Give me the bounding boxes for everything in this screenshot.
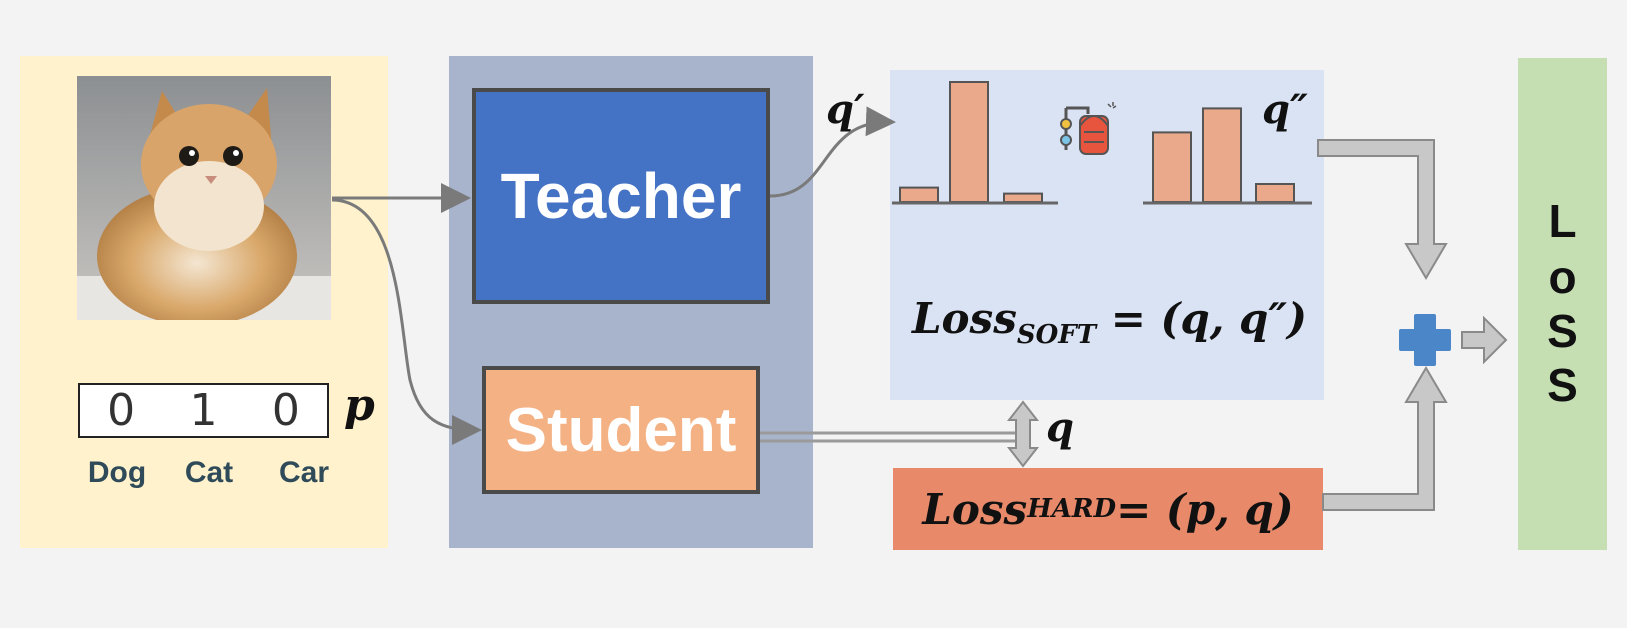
loss-letter-3: S bbox=[1547, 305, 1578, 357]
class-name-car: Car bbox=[278, 456, 330, 489]
connector-student-to-q bbox=[760, 431, 1015, 443]
soft-loss-formula: LossSOFT = (q, q″) bbox=[912, 294, 1307, 350]
soft-loss-subscript: SOFT bbox=[1016, 320, 1097, 350]
block-arrow-plus-to-loss bbox=[1461, 315, 1508, 365]
loss-letter-2: o bbox=[1548, 251, 1577, 303]
hard-loss-expression: = (p, q) bbox=[1116, 484, 1294, 534]
bars-q-double-prime bbox=[1152, 107, 1295, 203]
teacher-model: Teacher bbox=[472, 88, 770, 304]
loss-letter-4: S bbox=[1547, 359, 1578, 411]
cat-photo bbox=[77, 76, 331, 320]
class-name-dog: Dog bbox=[87, 456, 147, 489]
student-model: Student bbox=[482, 366, 760, 494]
soft-loss-expression: = (q, q″) bbox=[1096, 294, 1308, 343]
arrow-input-to-student bbox=[331, 198, 482, 445]
one-hot-label-box: 0 1 0 bbox=[78, 383, 329, 438]
arrow-teacher-to-soft bbox=[769, 106, 896, 198]
q-prime-bar-1 bbox=[899, 186, 939, 204]
q-double-prime-bar-3 bbox=[1255, 183, 1295, 203]
block-arrow-soft-to-plus bbox=[1317, 139, 1448, 280]
class-name-cat: Cat bbox=[184, 456, 234, 489]
label-value-car: 0 bbox=[271, 385, 300, 436]
q-prime-bar-3 bbox=[1003, 192, 1043, 204]
q-student-label: q bbox=[1046, 404, 1074, 451]
block-arrow-hard-to-plus bbox=[1322, 366, 1448, 511]
double-arrow-vertical bbox=[1006, 400, 1040, 468]
hard-loss-subscript: HARD bbox=[1027, 494, 1117, 524]
label-value-cat: 1 bbox=[189, 385, 218, 436]
q-double-prime-bar-2 bbox=[1202, 107, 1242, 203]
label-value-dog: 0 bbox=[107, 385, 136, 436]
distillation-icon bbox=[1060, 102, 1117, 155]
hard-loss-name: Loss bbox=[922, 484, 1028, 534]
bars-q-prime bbox=[899, 81, 1043, 204]
q-prime-bar-2 bbox=[949, 81, 989, 203]
label-symbol-p: p bbox=[344, 380, 375, 431]
plus-icon bbox=[1399, 314, 1451, 366]
total-loss-panel bbox=[1518, 58, 1607, 550]
q-double-prime-bar-1 bbox=[1152, 131, 1192, 203]
q-double-prime-label: q″ bbox=[1262, 86, 1308, 133]
q-prime-label: q′ bbox=[826, 86, 865, 133]
soft-loss-name: Loss bbox=[912, 294, 1017, 343]
loss-letter-1: L bbox=[1548, 195, 1577, 247]
